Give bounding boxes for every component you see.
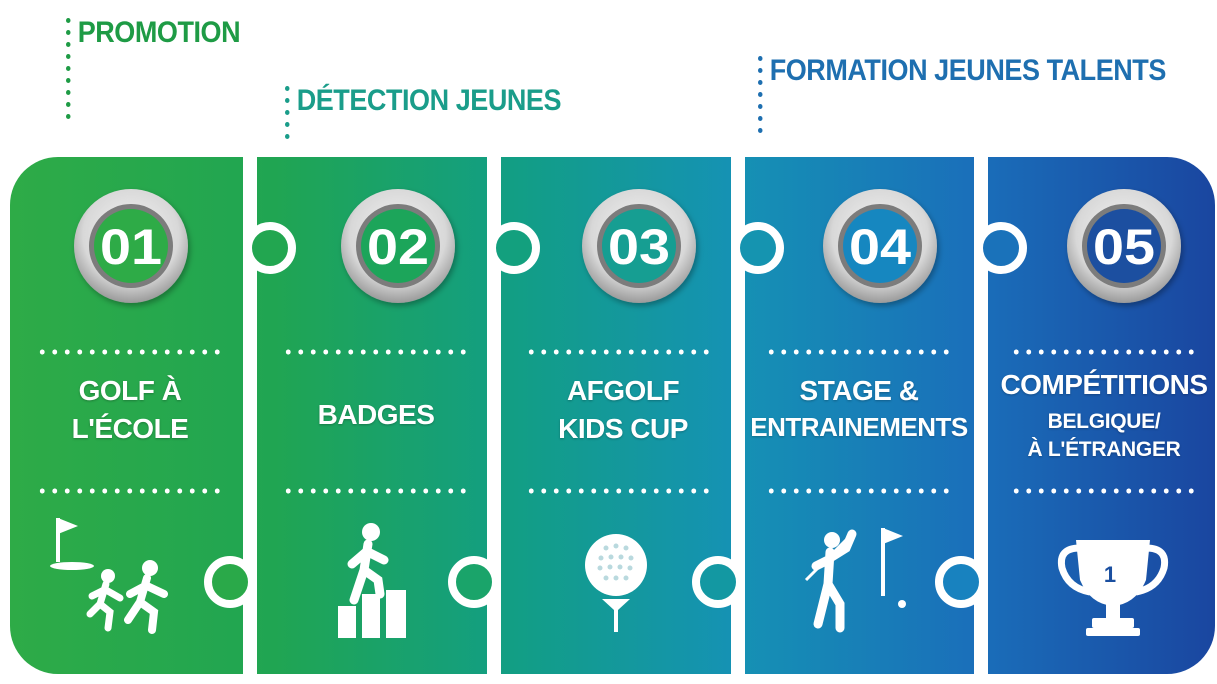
dotted-divider	[765, 488, 955, 494]
step-label-line: GOLF À	[78, 375, 182, 406]
header-formation-label: FORMATION JEUNES TALENTS	[769, 54, 1167, 87]
header-detection-label: DÉTECTION JEUNES	[296, 84, 562, 117]
step-label-sub: BELGIQUE/	[1047, 409, 1161, 433]
dotted-divider	[765, 349, 955, 355]
step-number-2: 02	[367, 219, 429, 275]
header-promotion-label: PROMOTION	[77, 16, 241, 49]
puzzle-knobs-lower	[204, 556, 987, 608]
header-detection: DÉTECTION JEUNES	[285, 82, 561, 139]
step-label-line: STAGE &	[799, 375, 919, 406]
header-dots	[285, 82, 290, 139]
step-label-line: KIDS CUP	[558, 412, 688, 444]
step-label-line: BADGES	[317, 399, 435, 430]
dotted-divider	[1010, 488, 1200, 494]
step-number-1: 01	[100, 219, 162, 275]
step-number-5: 05	[1093, 219, 1155, 275]
step-label-line: ENTRAINEMENTS	[750, 411, 968, 442]
header-dots	[66, 14, 71, 119]
step-label-5: COMPÉTITIONS BELGIQUE/ À L'ÉTRANGER	[998, 366, 1210, 464]
trophy-icon	[1057, 540, 1169, 636]
step-label-3: AFGOLF KIDS CUP	[518, 372, 728, 448]
header-dots	[758, 52, 763, 133]
person-climbing-steps-icon	[338, 523, 406, 638]
step-number-3: 03	[608, 219, 670, 275]
dotted-divider	[282, 349, 472, 355]
dotted-divider	[282, 488, 472, 494]
golf-hole-kids-running-icon	[50, 518, 168, 634]
dotted-divider	[525, 349, 715, 355]
step-label-line: L'ÉCOLE	[71, 412, 189, 444]
step-label-4: STAGE & ENTRAINEMENTS	[748, 372, 970, 445]
step-label-title: COMPÉTITIONS	[1000, 369, 1208, 400]
dotted-divider	[36, 349, 226, 355]
dotted-divider	[525, 488, 715, 494]
dotted-divider	[36, 488, 226, 494]
step-label-line: AFGOLF	[566, 375, 680, 406]
step-label-2: BADGES	[276, 396, 476, 434]
trophy-number: 1	[1104, 562, 1116, 587]
puzzle-knobs-upper	[244, 222, 1027, 274]
step-label-1: GOLF À L'ÉCOLE	[30, 372, 230, 448]
step-label-sub: À L'ÉTRANGER	[1027, 438, 1181, 462]
golfer-swing-flag-icon	[804, 528, 906, 633]
step-number-4: 04	[849, 219, 911, 275]
golf-ball-on-tee-icon	[585, 534, 647, 632]
header-promotion: PROMOTION	[66, 14, 241, 119]
dotted-divider	[1010, 349, 1200, 355]
number-circles	[74, 189, 1181, 303]
header-formation: FORMATION JEUNES TALENTS	[758, 52, 1166, 133]
